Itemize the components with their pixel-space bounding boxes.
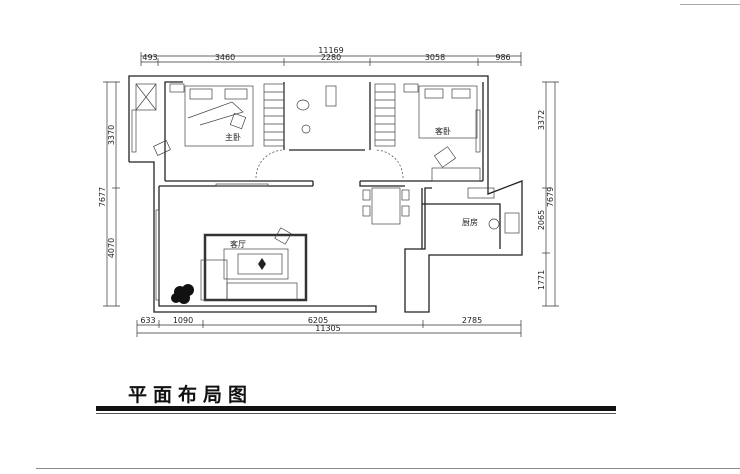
walls <box>128 75 523 313</box>
room-label-living-room: 客厅 <box>230 239 246 249</box>
top-dimensions: 11169 493 3460 2280 3058 986 <box>140 46 522 66</box>
left-total-dim: 7677 <box>98 187 107 207</box>
bottom-dim: 6205 <box>308 316 328 325</box>
right-total-dim: 7679 <box>546 187 555 207</box>
top-dim: 986 <box>495 53 510 62</box>
dining-furniture <box>362 187 410 225</box>
bathroom-fixtures <box>263 83 396 147</box>
right-dim: 1771 <box>537 270 546 290</box>
left-dim: 4070 <box>107 238 116 258</box>
right-dim: 2065 <box>537 210 546 230</box>
bottom-dimensions: 633 1090 6205 2785 11305 <box>136 316 522 337</box>
bottom-dim: 2785 <box>462 316 482 325</box>
master-bedroom-furniture <box>153 83 269 187</box>
right-dim: 3372 <box>537 110 546 130</box>
title-underline-thin <box>96 413 616 414</box>
guest-bedroom-furniture <box>403 83 481 182</box>
top-dim: 2280 <box>321 53 341 62</box>
bottom-total-dim: 11305 <box>315 324 340 333</box>
left-dim: 3370 <box>107 125 116 145</box>
bottom-border-line <box>36 468 740 469</box>
room-label-guest-bedroom: 客卧 <box>435 126 451 136</box>
doors <box>255 149 404 179</box>
top-total-dim: 11169 <box>318 46 343 55</box>
top-dim: 3058 <box>425 53 445 62</box>
room-label-master-bedroom: 主卧 <box>225 132 241 142</box>
kitchen-fixtures <box>467 187 520 234</box>
bottom-dim: 1090 <box>173 316 193 325</box>
living-room-furniture <box>171 227 308 304</box>
title-underline <box>96 406 616 411</box>
right-dimensions: 3372 2065 1771 7679 <box>537 81 559 307</box>
left-dimensions: 7677 3370 4070 <box>98 81 120 307</box>
top-border-line <box>680 4 740 5</box>
plan-title: 平面布局图 <box>128 384 254 406</box>
bottom-dim: 633 <box>140 316 155 325</box>
room-label-kitchen: 厨房 <box>462 217 478 227</box>
top-dim: 3460 <box>215 53 235 62</box>
top-dim: 493 <box>142 53 157 62</box>
